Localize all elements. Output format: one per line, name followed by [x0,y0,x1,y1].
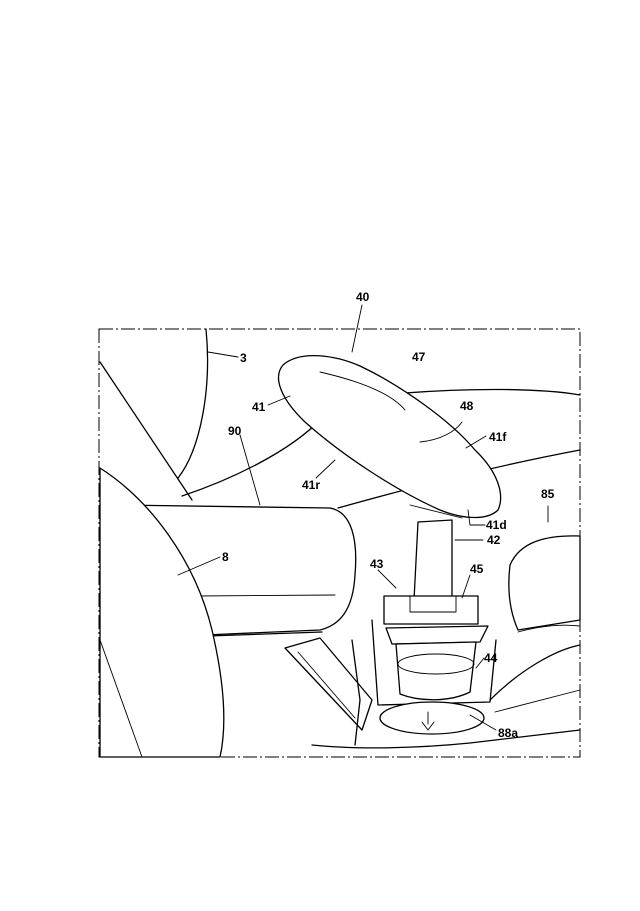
armrest-pad [278,355,502,519]
leader-40 [351,304,363,353]
label-90: 90 [228,424,242,438]
leader-8 [177,556,221,576]
leader-45 [461,574,471,599]
leader-41 [267,395,291,406]
front-seat [99,467,225,758]
label-3: 3 [240,351,247,365]
leader-41d [467,509,486,526]
dash-top-line [404,388,581,396]
cup-rim-ellipse [397,653,475,675]
front-seat-edge [99,639,143,758]
leader-43 [377,569,397,589]
label-41r: 41r [302,478,320,492]
right-floor-line [494,689,581,713]
label-48: 48 [460,399,474,413]
cup-holder-lid [385,625,489,645]
label-47: 47 [412,350,426,364]
drop-arrow [421,711,435,731]
label-41f: 41f [489,430,507,444]
right-seat-seam [517,624,581,633]
right-seat-lower [489,644,581,701]
label-40: 40 [356,290,370,304]
leader-3 [207,351,239,358]
console-floor [311,729,581,749]
leader-41r [315,459,336,479]
label-8: 8 [222,550,229,564]
console-rear-curve [181,417,323,497]
label-41: 41 [252,400,266,414]
armrest-pad-highlight-48 [419,421,463,443]
bracket-inner [409,595,457,613]
leader-41f [465,435,487,449]
label-44: 44 [484,651,498,665]
seat-back-edge [99,361,193,501]
bracket [383,595,479,625]
label-42: 42 [487,533,501,547]
label-88a: 88a [498,726,518,740]
label-41d: 41d [486,518,507,532]
leader-90 [239,434,261,506]
stand-post [413,519,453,601]
right-seat-body [508,535,581,631]
label-45: 45 [470,562,484,576]
console-lid-inner [297,651,356,719]
label-85: 85 [541,487,555,501]
stand-post-joint [409,504,463,519]
cup [395,641,477,701]
armrest-lower-edge [207,631,323,637]
console-lid [284,637,373,731]
leader-44 [475,657,485,669]
armrest-base-seam [195,594,336,597]
console-side [351,639,361,746]
label-43: 43 [370,557,384,571]
seat-back-outline [177,328,209,479]
cup-holder-recess [379,701,485,735]
armrest-pad-highlight-47 [319,371,406,411]
leader-88a [469,714,497,731]
armrest-base [119,504,357,636]
